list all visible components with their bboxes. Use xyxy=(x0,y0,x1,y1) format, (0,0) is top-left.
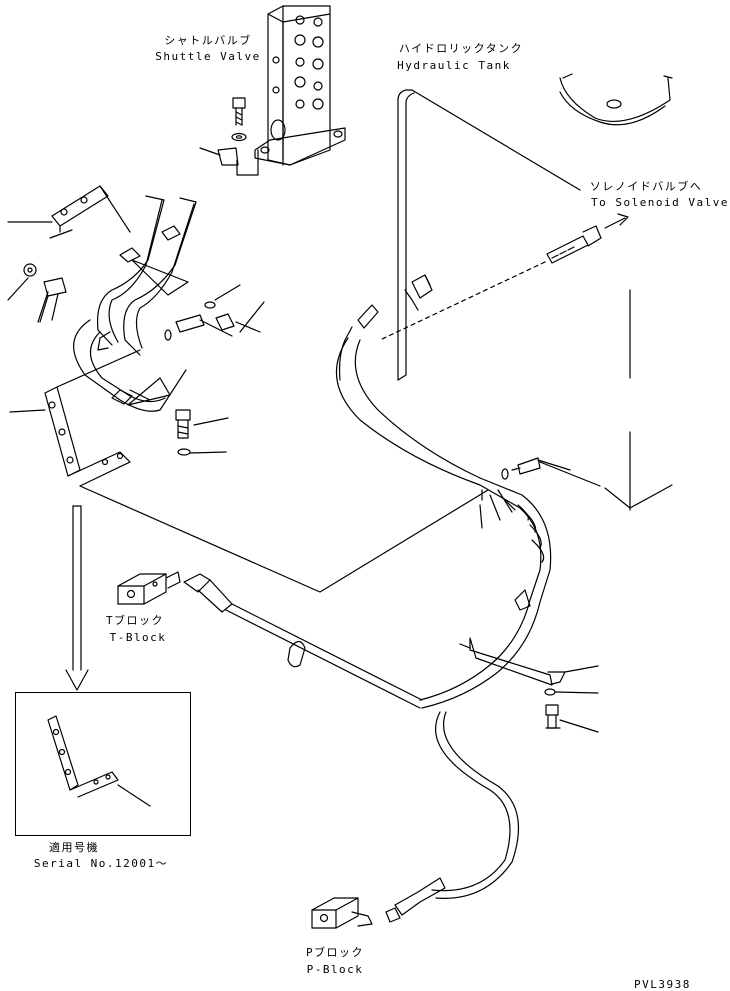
shuttle-bolt xyxy=(231,97,247,142)
left-bolts-washers xyxy=(7,263,265,456)
pipe-bracket-upper xyxy=(7,185,131,239)
p-block-hose xyxy=(385,711,519,923)
p-block-label-jp: Pブロック xyxy=(305,946,365,959)
t-block-hose xyxy=(183,573,423,709)
hydraulic-tank xyxy=(397,73,673,511)
inset-bracket xyxy=(47,715,151,807)
t-block-label-en: T-Block xyxy=(109,631,167,644)
right-bracket-assembly xyxy=(459,489,599,733)
drawing-code: PVL3938 xyxy=(634,978,691,991)
hydraulic-tank-label-en: Hydraulic Tank xyxy=(397,59,511,72)
steel-pipes xyxy=(73,195,197,412)
serial-label-jp: 適用号機 xyxy=(49,841,99,854)
inset-frame xyxy=(15,692,191,836)
main-hose-clamp-bolt xyxy=(501,457,571,480)
pipe-clamps xyxy=(97,225,189,406)
tank-elbow-fitting xyxy=(404,274,433,311)
p-block-label-en: P-Block xyxy=(306,963,364,976)
shuttle-valve-label-en: Shuttle Valve xyxy=(155,50,261,63)
pipe-bracket-lower xyxy=(9,349,489,593)
serial-label-en: Serial No.12001～ xyxy=(33,857,169,870)
t-block xyxy=(117,571,181,605)
shuttle-valve-label-jp: シャトルバルブ xyxy=(164,34,252,47)
t-block-label-jp: Tブロック xyxy=(105,614,165,627)
solenoid-connector xyxy=(379,213,629,341)
main-hose xyxy=(335,304,552,709)
p-block xyxy=(311,897,373,929)
inset-arrow xyxy=(65,505,89,691)
solenoid-valve-label-jp: ソレノイドバルブへ xyxy=(589,180,703,193)
shuttle-elbow-fitting xyxy=(199,147,259,176)
solenoid-valve-label-en: To Solenoid Valve xyxy=(590,196,730,209)
hydraulic-tank-label-jp: ハイドロリックタンク xyxy=(398,42,524,55)
shuttle-valve xyxy=(254,5,346,166)
